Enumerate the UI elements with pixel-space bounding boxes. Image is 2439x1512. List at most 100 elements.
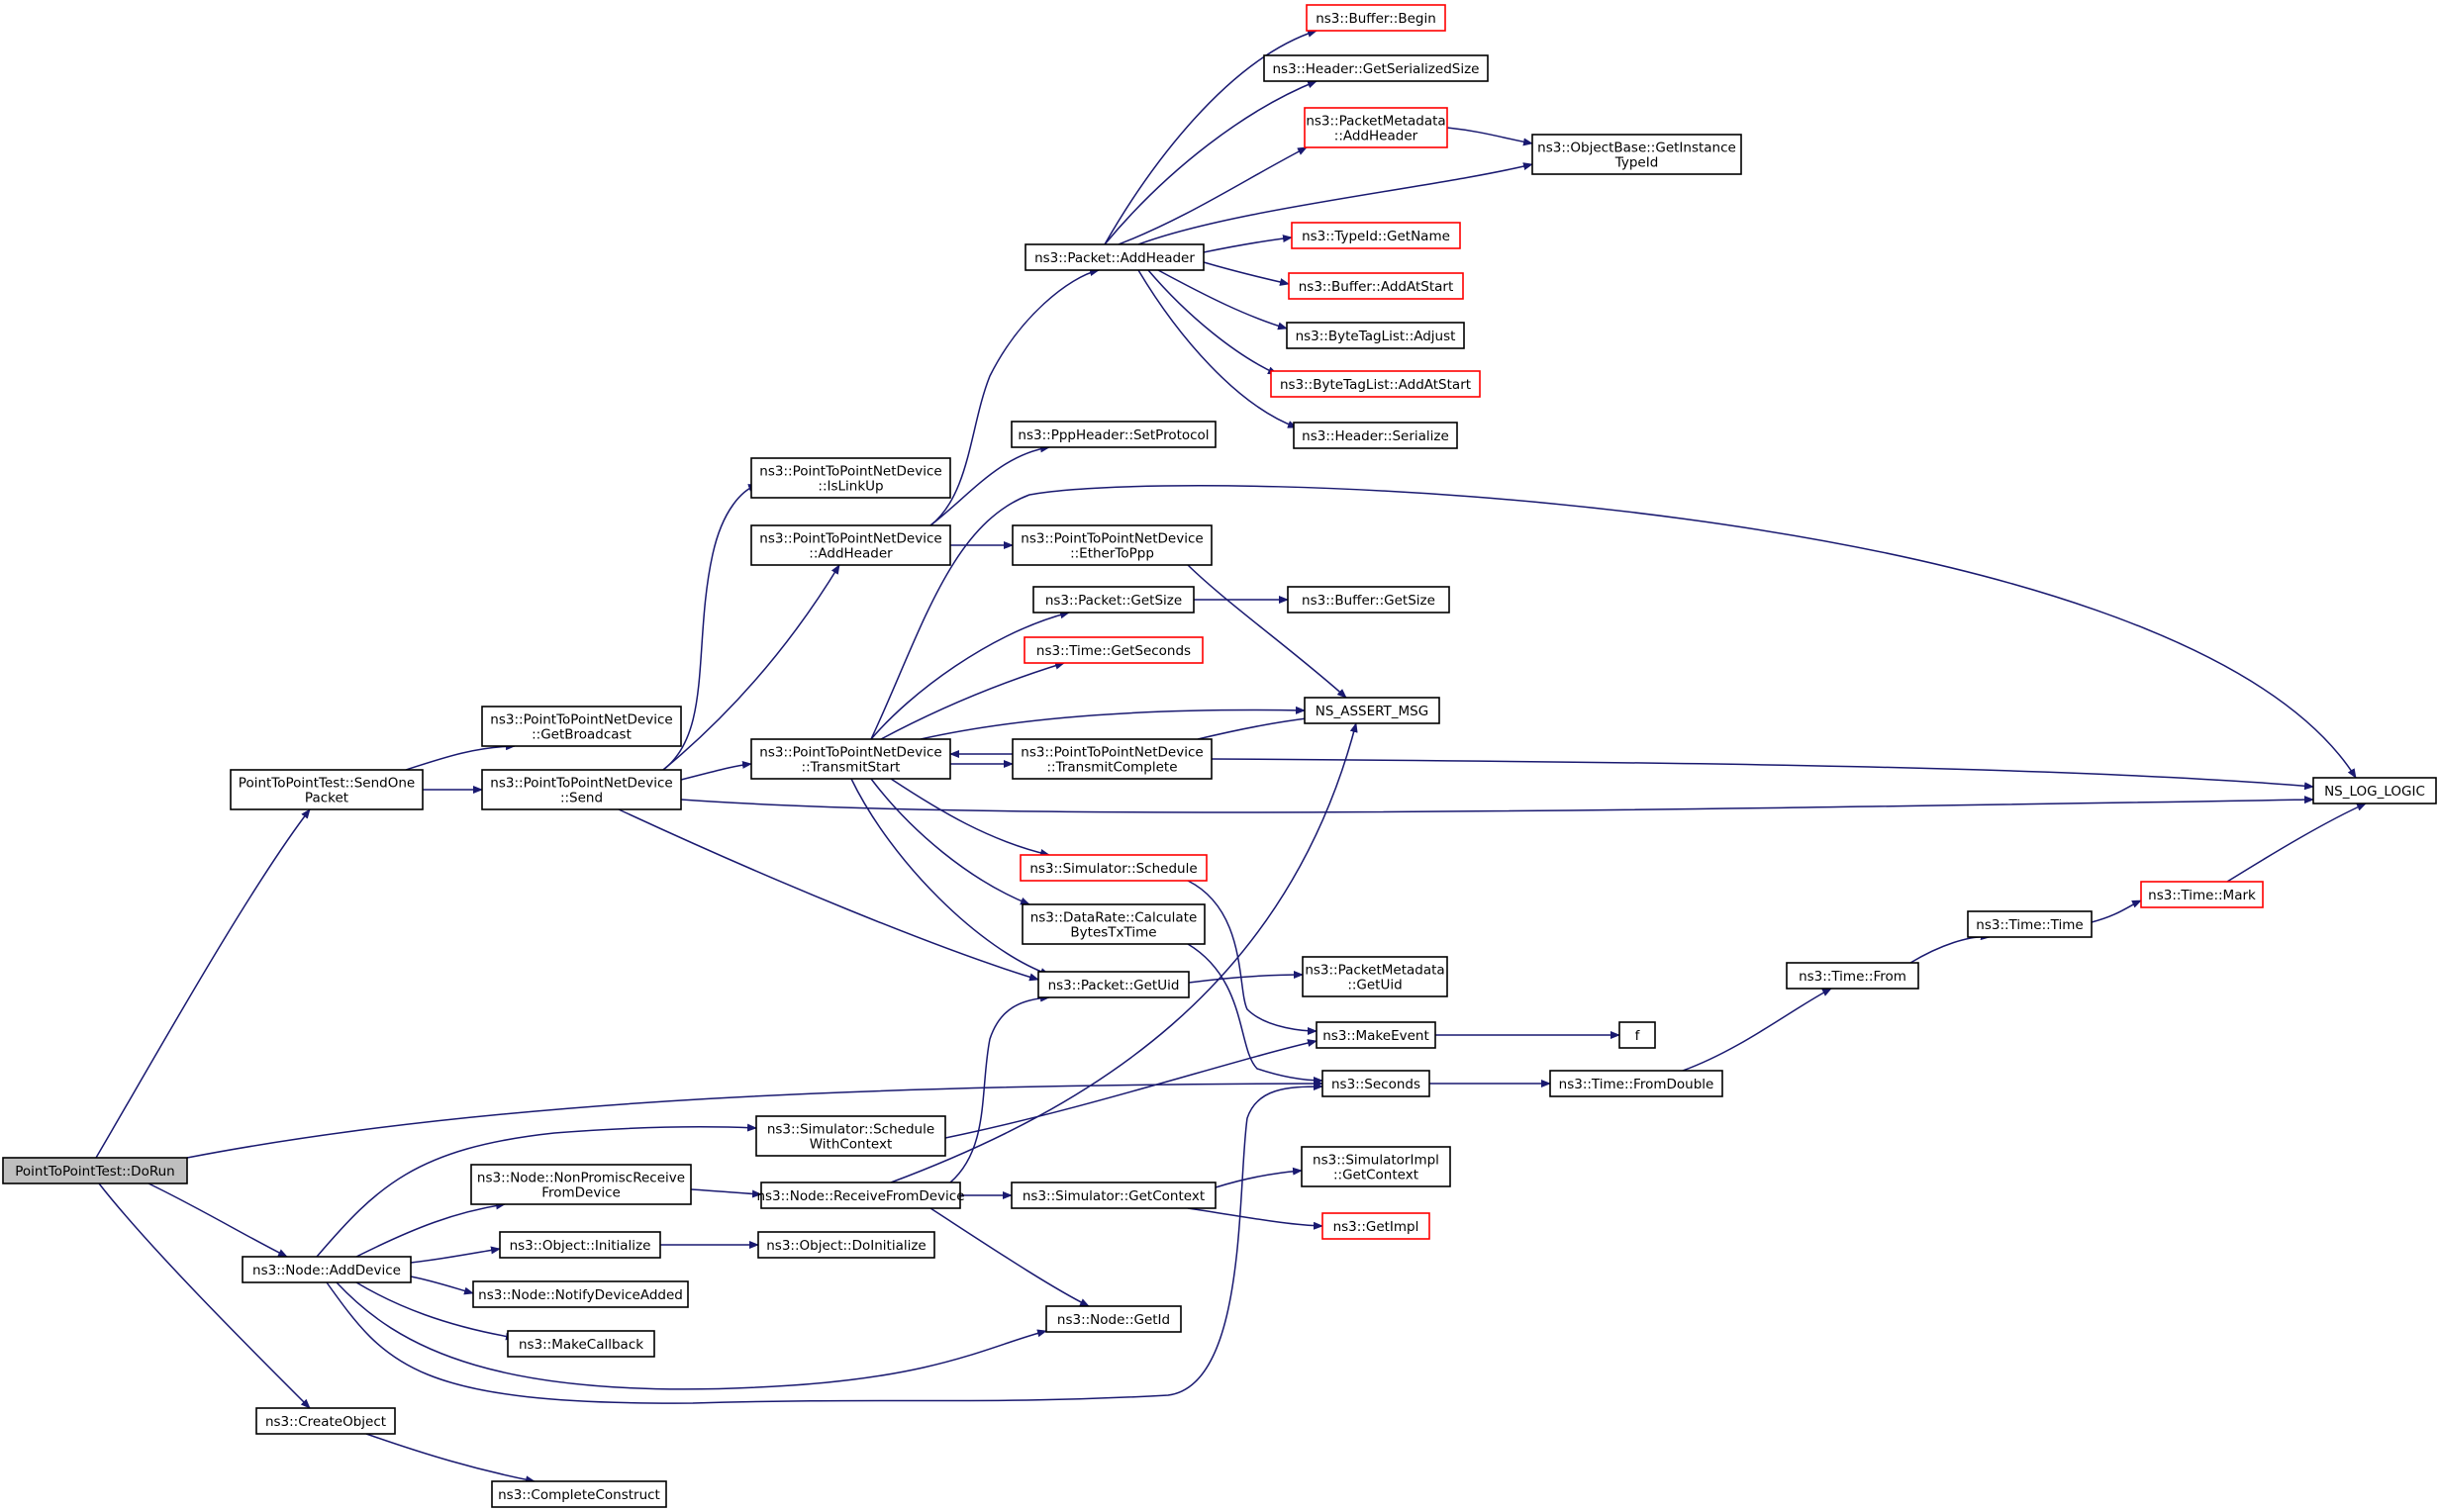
- node-notifydeviceadded[interactable]: ns3::Node::NotifyDeviceAdded: [472, 1280, 689, 1308]
- edge-line: [949, 993, 1050, 1183]
- node-label: ns3::CompleteConstruct: [498, 1487, 660, 1503]
- node-simimplgetcontext[interactable]: ns3::SimulatorImpl::GetContext: [1301, 1146, 1451, 1187]
- edge-line: [870, 611, 1070, 740]
- node-headerserialize[interactable]: ns3::Header::Serialize: [1293, 422, 1458, 449]
- node-adddevice[interactable]: ns3::Node::AddDevice: [242, 1256, 412, 1283]
- node-label: ns3::Simulator::Schedule: [767, 1122, 934, 1138]
- node-pmaddheader[interactable]: ns3::PacketMetadata::AddHeader: [1304, 107, 1448, 148]
- node-receivefromdevice[interactable]: ns3::Node::ReceiveFromDevice: [756, 1181, 965, 1209]
- node-getserializedsize[interactable]: ns3::Header::GetSerializedSize: [1263, 54, 1489, 82]
- node-label: ns3::ObjectBase::GetInstance: [1537, 141, 1736, 156]
- node-box: [1786, 962, 1919, 990]
- node-label: TypeId: [1614, 155, 1659, 171]
- edge-line: [850, 778, 1050, 976]
- node-getimpl[interactable]: ns3::GetImpl: [1321, 1212, 1430, 1240]
- node-createobject[interactable]: ns3::CreateObject: [255, 1407, 396, 1435]
- node-seconds[interactable]: ns3::Seconds: [1321, 1070, 1430, 1097]
- node-box: [1037, 971, 1190, 998]
- node-box: [1287, 586, 1450, 614]
- edge-line: [1118, 146, 1308, 245]
- node-bytetagadjust[interactable]: ns3::ByteTagList::Adjust: [1286, 322, 1465, 349]
- node-timetime[interactable]: ns3::Time::Time: [1967, 910, 2093, 938]
- edge-transmitstart-to-nslog: [870, 485, 2357, 779]
- edge-dorun-to-adddevice: [147, 1182, 288, 1258]
- node-makeevent[interactable]: ns3::MakeEvent: [1316, 1021, 1436, 1049]
- edge-line: [1215, 1167, 1303, 1188]
- node-packetaddheader[interactable]: ns3::Packet::AddHeader: [1024, 243, 1205, 271]
- node-box: [1321, 1070, 1430, 1097]
- edge-line: [890, 778, 1050, 857]
- node-islinkup[interactable]: ns3::PointToPointNetDevice::IsLinkUp: [750, 457, 951, 499]
- node-completeconstruct[interactable]: ns3::CompleteConstruct: [491, 1480, 667, 1508]
- edge-schedulewithcontext-to-makeevent: [944, 1039, 1317, 1139]
- node-transmitstart[interactable]: ns3::PointToPointNetDevice::TransmitStar…: [750, 738, 951, 780]
- edge-line: [1187, 564, 1347, 699]
- node-ethertoppp[interactable]: ns3::PointToPointNetDevice::EtherToPpp: [1012, 524, 1213, 566]
- edge-pmaddheader-to-getinstancetypeid: [1446, 127, 1533, 146]
- node-nodegetid[interactable]: ns3::Node::GetId: [1045, 1305, 1182, 1333]
- edge-line: [662, 564, 840, 771]
- node-box: [230, 769, 424, 810]
- edge-line: [1187, 880, 1317, 1035]
- node-box: [481, 769, 682, 810]
- edge-send-to-transmitstart: [680, 760, 752, 781]
- edge-line: [929, 1207, 1090, 1307]
- node-box: [1032, 586, 1195, 614]
- node-nsassert[interactable]: NS_ASSERT_MSG: [1304, 697, 1440, 724]
- node-timefrom[interactable]: ns3::Time::From: [1786, 962, 1919, 990]
- node-label: ns3::Header::Serialize: [1302, 428, 1449, 444]
- node-packetgetsize[interactable]: ns3::Packet::GetSize: [1032, 586, 1195, 614]
- node-dorun[interactable]: PointToPointTest::DoRun: [2, 1157, 188, 1184]
- edge-line: [410, 1246, 501, 1264]
- edge-line: [2091, 899, 2142, 923]
- edge-line: [410, 1276, 474, 1295]
- node-schedule[interactable]: ns3::Simulator::Schedule: [1020, 854, 1208, 882]
- node-typeidgetname[interactable]: ns3::TypeId::GetName: [1291, 222, 1461, 249]
- node-box: [470, 1164, 692, 1205]
- node-label: ns3::PointToPointNetDevice: [490, 712, 672, 728]
- node-getbroadcast[interactable]: ns3::PointToPointNetDevice::GetBroadcast: [481, 706, 682, 747]
- node-label: ::AddHeader: [1334, 129, 1418, 144]
- node-pmgetuid[interactable]: ns3::PacketMetadata::GetUid: [1302, 956, 1448, 997]
- node-initialize[interactable]: ns3::Object::Initialize: [499, 1231, 661, 1259]
- node-transmitcomplete[interactable]: ns3::PointToPointNetDevice::TransmitComp…: [1012, 738, 1213, 780]
- node-getcontext[interactable]: ns3::Simulator::GetContext: [1011, 1181, 1217, 1209]
- node-setprotocol[interactable]: ns3::PppHeader::SetProtocol: [1011, 421, 1217, 448]
- node-bufferaddatstart[interactable]: ns3::Buffer::AddAtStart: [1288, 272, 1464, 300]
- node-makecallback[interactable]: ns3::MakeCallback: [507, 1330, 655, 1358]
- node-box: [1288, 272, 1464, 300]
- node-label: ns3::PointToPointNetDevice: [1021, 531, 1203, 547]
- node-timemark[interactable]: ns3::Time::Mark: [2140, 881, 2264, 908]
- node-label: ns3::Node::AddDevice: [252, 1263, 401, 1278]
- node-send[interactable]: ns3::PointToPointNetDevice::Send: [481, 769, 682, 810]
- node-fromdouble[interactable]: ns3::Time::FromDouble: [1549, 1070, 1723, 1097]
- node-box: [1302, 956, 1448, 997]
- node-label: ns3::Simulator::GetContext: [1023, 1188, 1205, 1204]
- node-label: WithContext: [810, 1137, 893, 1153]
- edge-line: [920, 706, 1306, 740]
- node-label: ::GetUid: [1347, 978, 1402, 993]
- edge-line: [1203, 235, 1293, 253]
- node-doinitialize[interactable]: ns3::Object::DoInitialize: [757, 1231, 935, 1259]
- node-p2paddheader[interactable]: ns3::PointToPointNetDevice::AddHeader: [750, 524, 951, 566]
- node-bytetagaddatstart[interactable]: ns3::ByteTagList::AddAtStart: [1270, 370, 1481, 398]
- node-label: ns3::Time::GetSeconds: [1036, 643, 1191, 659]
- node-box: [242, 1256, 412, 1283]
- node-packetgetuid[interactable]: ns3::Packet::GetUid: [1037, 971, 1190, 998]
- node-label: ns3::TypeId::GetName: [1302, 229, 1450, 244]
- node-getseconds[interactable]: ns3::Time::GetSeconds: [1024, 636, 1204, 664]
- node-box: [1020, 854, 1208, 882]
- node-bufferbegin[interactable]: ns3::Buffer::Begin: [1306, 4, 1446, 32]
- node-f[interactable]: f: [1618, 1021, 1656, 1049]
- edge-getcontext-to-getimpl: [1187, 1207, 1323, 1230]
- node-box: [491, 1480, 667, 1508]
- edge-line: [1211, 758, 2314, 791]
- node-buffergetsize[interactable]: ns3::Buffer::GetSize: [1287, 586, 1450, 614]
- node-nslog[interactable]: NS_LOG_LOGIC: [2312, 777, 2437, 804]
